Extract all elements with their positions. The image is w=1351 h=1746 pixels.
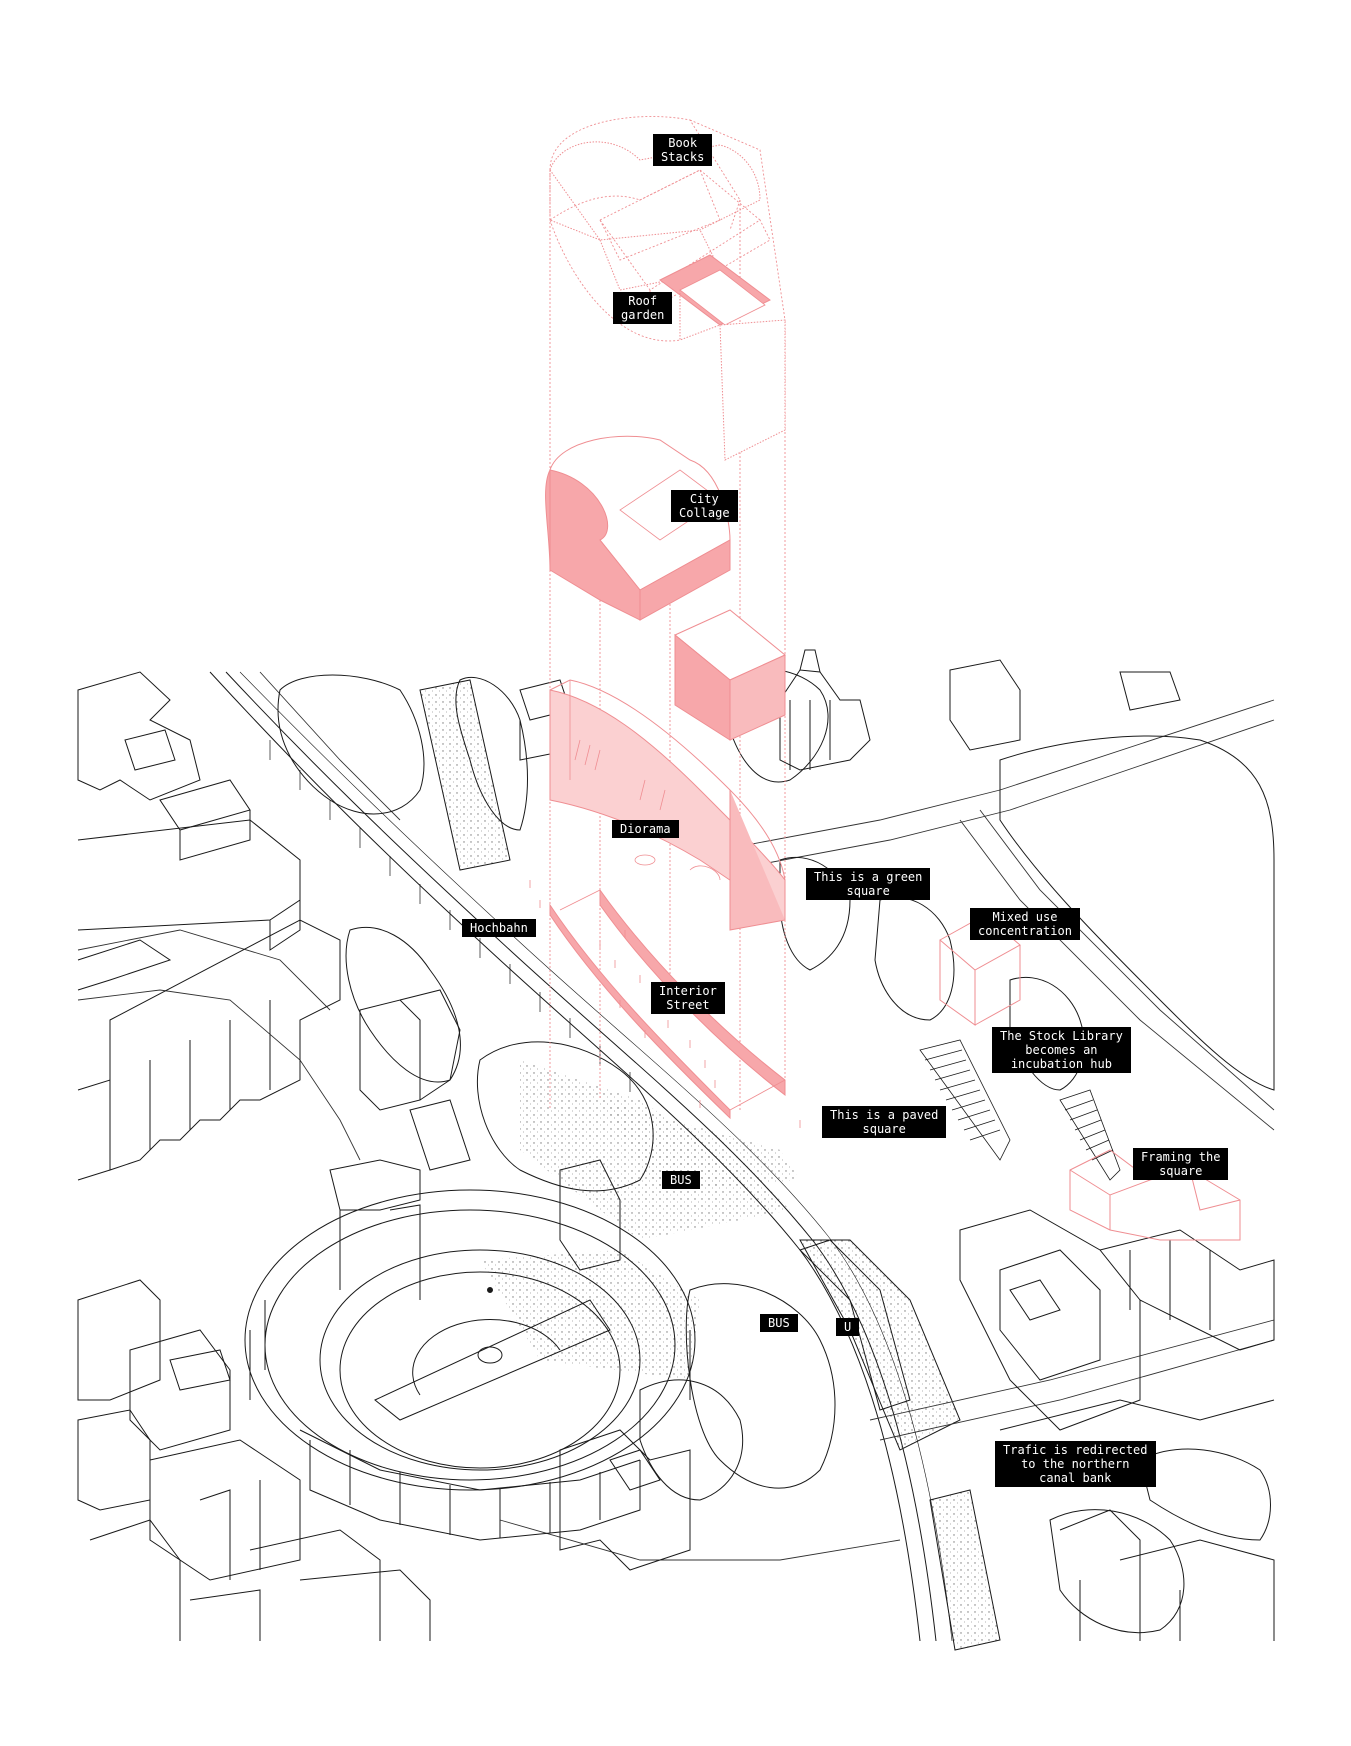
label-interior-street: Interior Street: [651, 982, 725, 1014]
proposal-tower: [529, 116, 1241, 1241]
people-figures: [529, 880, 801, 1128]
stairs: [919, 1039, 1121, 1181]
label-green-square: This is a green square: [806, 868, 931, 900]
diorama-block: [549, 679, 786, 931]
u-station-block: [799, 1239, 911, 1411]
cube-block: [674, 609, 786, 741]
label-hochbahn: Hochbahn: [462, 919, 536, 937]
paved-areas: [419, 679, 1001, 1651]
label-bus-1: BUS: [662, 1171, 700, 1189]
label-diorama: Diorama: [612, 820, 679, 838]
label-framing-square: Framing the square: [1133, 1148, 1229, 1180]
label-trafic-redirected: Trafic is redirected to the northern can…: [995, 1441, 1156, 1487]
label-mixed-use: Mixed use concentration: [970, 908, 1080, 940]
city-collage-block: [545, 435, 731, 621]
label-roof-garden: Roof garden: [613, 292, 673, 324]
label-bus-2: BUS: [760, 1314, 798, 1332]
roads: [77, 671, 1275, 1561]
city-context: [77, 649, 1275, 1651]
buildings: [77, 659, 1275, 1641]
interior-street-block: [529, 880, 801, 1128]
church: [779, 649, 871, 771]
roof-garden-block: [549, 219, 786, 461]
circular-complex: [244, 1159, 696, 1541]
framing-square-buildings: [1069, 1149, 1241, 1241]
book-stacks-block: [549, 141, 761, 291]
label-book-stacks: Book Stacks: [653, 134, 713, 166]
hochbahn-rail: [209, 671, 953, 1642]
label-u-station: U: [836, 1318, 860, 1336]
label-paved-square: This is a paved square: [822, 1106, 947, 1138]
label-city-collage: City Collage: [671, 490, 738, 522]
label-stock-library: The Stock Library becomes an incubation …: [992, 1027, 1131, 1073]
